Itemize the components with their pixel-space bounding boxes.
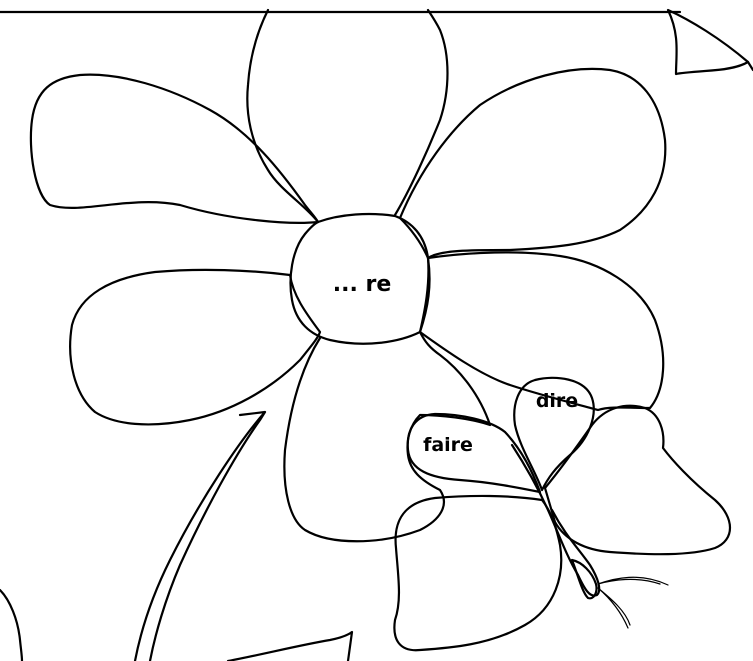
center-label: ... re: [333, 272, 392, 297]
butterfly-right-wing: [543, 404, 731, 556]
right-petal: [418, 251, 665, 412]
corner-leaf: [666, 8, 750, 76]
upper-left-petal: [29, 73, 320, 224]
top-petal: [246, 8, 449, 224]
upper-right-petal: [398, 67, 667, 260]
butterfly-lower-wing: [393, 494, 563, 652]
butterfly-antennae: [597, 576, 669, 629]
butterfly-wing-faire: [406, 412, 542, 494]
petal-label-faire: faire: [423, 434, 473, 456]
petal-label-dire: dire: [536, 390, 578, 412]
flower-center: [289, 212, 431, 345]
stem: [133, 410, 267, 661]
bottom-petal: [283, 330, 492, 543]
left-petal: [69, 268, 322, 426]
left-stem-curve: [0, 588, 24, 661]
corner-leaf-edge: [746, 60, 753, 72]
butterfly-body: [510, 443, 601, 597]
butterfly-tail: [570, 558, 598, 600]
bottom-leaf: [226, 630, 354, 661]
butterfly-wing-dire: [513, 376, 595, 492]
